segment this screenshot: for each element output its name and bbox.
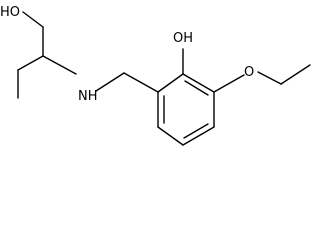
ring-bond-1	[157, 73, 184, 93]
ether-oxygen-label: O	[244, 65, 254, 80]
ring-bond-4	[182, 126, 215, 146]
phenol-oh-label: OH	[173, 31, 193, 46]
ring-double-bond-2	[183, 123, 209, 139]
bond-o-ch2-ethyl	[257, 71, 282, 85]
bond-ring-o	[213, 74, 245, 93]
bond-ch-n	[42, 55, 77, 75]
bond-n-ch2	[95, 72, 125, 92]
hydroxyl-label: HO	[0, 5, 20, 20]
ring-bond-2	[182, 73, 215, 93]
amine-label: NH	[78, 89, 98, 104]
bond-ethyl-ch3	[280, 64, 311, 85]
bond-o-ch2	[22, 11, 44, 28]
bond-ch-ethyl	[17, 55, 44, 71]
chemical-structure-diagram: HO NH OH O	[0, 5, 311, 146]
ring-double-bond-1	[184, 80, 209, 96]
ring-bond-5	[157, 126, 184, 146]
bond-ch2-ring	[123, 72, 159, 93]
